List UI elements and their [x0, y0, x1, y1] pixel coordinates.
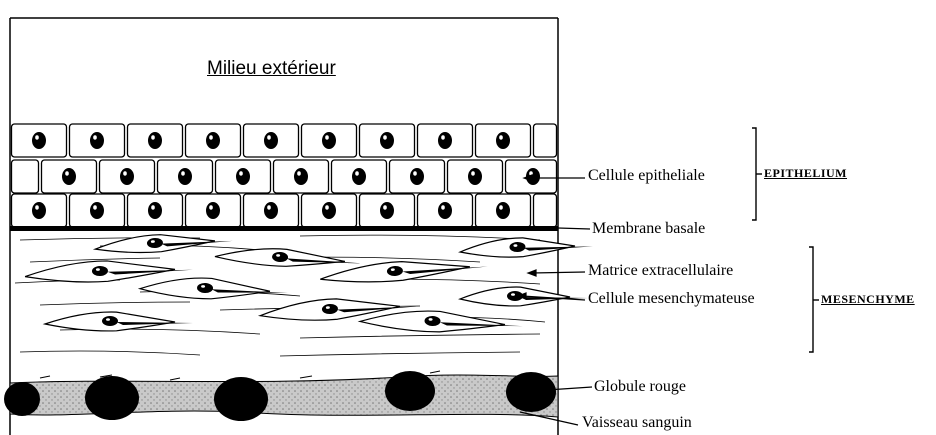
nucleus	[496, 202, 510, 219]
epithelial-cell	[70, 194, 125, 227]
label-cellule-mesenchymateuse: Cellule mesenchymateuse	[588, 290, 755, 308]
mesenchymal-cell	[360, 309, 524, 335]
epithelial-cell	[100, 160, 155, 193]
nucleus	[148, 202, 162, 219]
nucleus	[206, 132, 220, 149]
nucleus	[178, 168, 192, 185]
nucleus	[264, 132, 278, 149]
globule-rouge	[4, 382, 40, 416]
epithelial-cell	[244, 124, 299, 157]
matrix-fiber	[300, 334, 540, 338]
epithelial-cell	[418, 124, 473, 157]
mesenchymal-cell	[45, 312, 193, 331]
epithelium-cells	[12, 124, 557, 227]
nucleus	[380, 202, 394, 219]
mesenchymal-cell	[215, 246, 364, 271]
epithelial-cell	[360, 124, 415, 157]
matrix-fiber	[280, 352, 520, 356]
epithelial-cell	[476, 124, 531, 157]
epithelial-cell	[186, 124, 241, 157]
epithelial-cell	[42, 160, 97, 193]
epithelial-cell	[70, 124, 125, 157]
epithelial-cell	[448, 160, 503, 193]
epithelial-cell	[244, 194, 299, 227]
globule-rouge	[85, 376, 139, 420]
page-title: Milieu extérieur	[207, 58, 336, 80]
epithelial-cell	[216, 160, 271, 193]
group-mesenchyme: MESENCHYME	[821, 292, 915, 307]
epithelial-cell	[12, 160, 39, 193]
epithelial-cell	[12, 124, 67, 157]
nucleus	[322, 132, 336, 149]
nucleus	[264, 202, 278, 219]
matrix-fiber	[20, 351, 200, 355]
epithelial-cell	[274, 160, 329, 193]
nucleus	[294, 168, 308, 185]
nucleus	[206, 202, 220, 219]
nucleus	[120, 168, 134, 185]
nucleus	[468, 168, 482, 185]
nucleus	[438, 132, 452, 149]
mesenchymal-cell	[319, 256, 488, 287]
epithelial-cell	[12, 194, 67, 227]
epithelial-cell	[128, 194, 183, 227]
group-epithelium: EPITHELIUM	[764, 166, 847, 181]
nucleus	[352, 168, 366, 185]
mesenchymal-cell	[95, 231, 234, 255]
nucleus	[90, 202, 104, 219]
mesenchymal-cell	[140, 276, 289, 302]
nucleus	[236, 168, 250, 185]
nucleus	[32, 202, 46, 219]
epithelial-cell	[534, 194, 557, 227]
epithelial-cell	[332, 160, 387, 193]
label-membrane-basale: Membrane basale	[592, 220, 705, 238]
nucleus	[410, 168, 424, 185]
epithelial-cell	[534, 124, 557, 157]
membrane-basale	[10, 226, 558, 231]
globule-rouge	[385, 371, 435, 411]
epithelial-cell	[302, 124, 357, 157]
epithelial-cell	[418, 194, 473, 227]
nucleus	[148, 132, 162, 149]
nucleus	[380, 132, 394, 149]
nucleus	[438, 202, 452, 219]
nucleus	[62, 168, 76, 185]
nucleus	[102, 316, 118, 326]
globule-rouge	[506, 372, 556, 412]
epithelial-cell	[302, 194, 357, 227]
epithelial-cell	[476, 194, 531, 227]
nucleus	[90, 132, 104, 149]
mesenchymal-cell	[460, 235, 594, 259]
mesenchyme-bracket	[809, 247, 813, 352]
nucleus	[322, 202, 336, 219]
label-cellule-epitheliale: Cellule epitheliale	[588, 167, 705, 185]
epithelial-cell	[390, 160, 445, 193]
globule-rouge	[214, 377, 268, 421]
epithelium-bracket	[752, 128, 756, 220]
mesenchymal-cell	[25, 258, 194, 284]
label-vaisseau-sanguin: Vaisseau sanguin	[582, 414, 692, 432]
nucleus	[32, 132, 46, 149]
epithelial-cell	[186, 194, 241, 227]
label-globule-rouge: Globule rouge	[594, 378, 686, 396]
epithelial-cell	[158, 160, 213, 193]
epithelial-cell	[360, 194, 415, 227]
matrix-fiber	[40, 302, 190, 305]
epithelial-cell	[128, 124, 183, 157]
label-matrice-extracellulaire: Matrice extracellulaire	[588, 262, 733, 280]
nucleus	[496, 132, 510, 149]
brackets	[752, 128, 819, 352]
